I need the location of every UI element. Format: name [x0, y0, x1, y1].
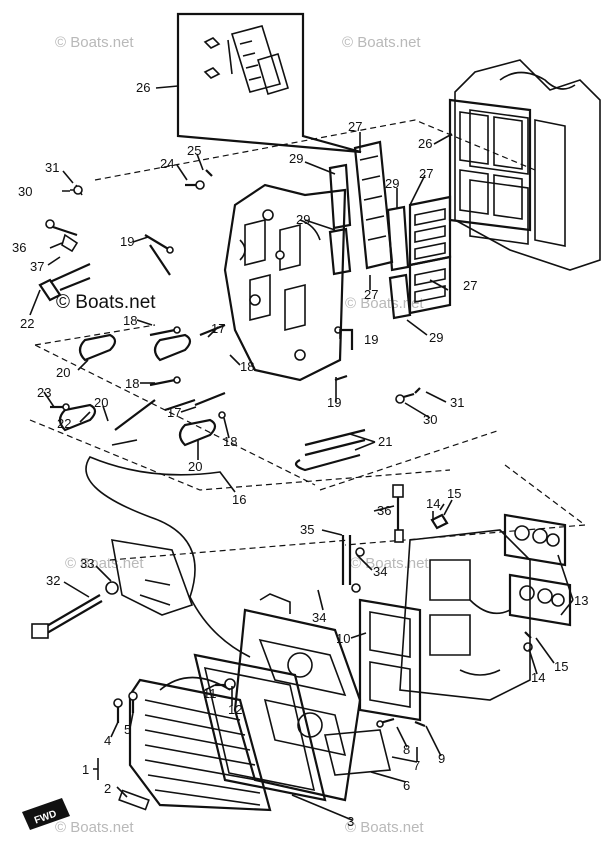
- callout-9: 9: [438, 751, 445, 766]
- intake-manifold: [223, 183, 347, 382]
- callout-18: 18: [240, 359, 254, 374]
- watermark: © Boats.net: [350, 555, 429, 572]
- watermark: © Boats.net: [55, 819, 134, 836]
- callout-30: 30: [18, 184, 32, 199]
- callout-27: 27: [419, 166, 433, 181]
- watermark: © Boats.net: [55, 34, 134, 51]
- callout-31: 31: [450, 395, 464, 410]
- callout-26: 26: [418, 136, 432, 151]
- fwd-plate: FWD: [22, 789, 150, 830]
- callout-25: 25: [187, 143, 201, 158]
- fuel-fittings: [341, 484, 533, 652]
- gasket-26: [448, 98, 532, 232]
- callout-35: 35: [300, 522, 314, 537]
- callout-19: 19: [120, 234, 134, 249]
- callout-2: 2: [104, 781, 111, 796]
- callout-27: 27: [364, 287, 378, 302]
- callout-29: 29: [429, 330, 443, 345]
- callout-30: 30: [423, 412, 437, 427]
- callout-14: 14: [531, 670, 545, 685]
- callout-20: 20: [94, 395, 108, 410]
- callout-18: 18: [125, 376, 139, 391]
- callout-26: 26: [136, 80, 150, 95]
- callout-34: 34: [373, 564, 387, 579]
- carburetor-gaskets: [503, 513, 572, 627]
- callout-23: 23: [37, 385, 51, 400]
- callout-27: 27: [348, 119, 362, 134]
- callout-37: 37: [30, 259, 44, 274]
- callout-33: 33: [80, 556, 94, 571]
- callout-6: 6: [403, 778, 410, 793]
- callout-12: 12: [228, 702, 242, 717]
- callout-32: 32: [46, 573, 60, 588]
- callout-21: 21: [378, 434, 392, 449]
- callout-3: 3: [347, 814, 354, 829]
- callout-34: 34: [312, 610, 326, 625]
- throttle-linkage: [31, 539, 194, 639]
- dashed-guide: [29, 119, 587, 561]
- callout-5: 5: [124, 722, 131, 737]
- callout-15: 15: [447, 486, 461, 501]
- small-bolts: [113, 678, 426, 776]
- callout-29: 29: [289, 151, 303, 166]
- callout-27: 27: [463, 278, 477, 293]
- callout-22: 22: [20, 316, 34, 331]
- callout-labels: 26 27 26 31 24 25 29 30 29 27 29 36 19 3…: [12, 80, 588, 829]
- callout-14: 14: [426, 496, 440, 511]
- callout-7: 7: [413, 758, 420, 773]
- fasteners: [45, 169, 421, 419]
- gasket-10: [358, 598, 422, 722]
- intake-box: [233, 593, 362, 802]
- callout-20: 20: [56, 365, 70, 380]
- callout-29: 29: [296, 212, 310, 227]
- callout-36: 36: [377, 503, 391, 518]
- silencer-cover: [128, 676, 272, 812]
- crankcase: [454, 59, 601, 271]
- callout-31: 31: [45, 160, 59, 175]
- callout-11: 11: [203, 686, 217, 701]
- callout-20: 20: [188, 459, 202, 474]
- callout-15: 15: [554, 659, 568, 674]
- callout-17: 17: [167, 405, 181, 420]
- callout-24: 24: [160, 156, 174, 171]
- callout-19: 19: [327, 395, 341, 410]
- callout-13: 13: [574, 593, 588, 608]
- callout-10: 10: [336, 631, 350, 646]
- watermark: © Boats.net: [56, 292, 156, 313]
- leader-lines: [29, 85, 574, 821]
- watermark: © Boats.net: [342, 34, 421, 51]
- watermark: © Boats.net: [345, 295, 424, 312]
- callout-22: 22: [57, 416, 71, 431]
- callout-17: 17: [211, 321, 225, 336]
- callout-8: 8: [403, 742, 410, 757]
- callout-19: 19: [364, 332, 378, 347]
- callout-4: 4: [104, 733, 111, 748]
- callout-36: 36: [12, 240, 26, 255]
- callout-18: 18: [223, 434, 237, 449]
- callout-1: 1: [82, 762, 89, 777]
- gasket-3: [193, 653, 327, 802]
- callout-18: 18: [123, 313, 137, 328]
- watermark: © Boats.net: [345, 819, 424, 836]
- carburetor-body: [399, 529, 531, 701]
- callout-16: 16: [232, 492, 246, 507]
- hoses: [38, 262, 366, 472]
- reed-valve-assembly: [328, 140, 452, 320]
- callout-29: 29: [385, 176, 399, 191]
- inset-reed-detail: [176, 12, 362, 154]
